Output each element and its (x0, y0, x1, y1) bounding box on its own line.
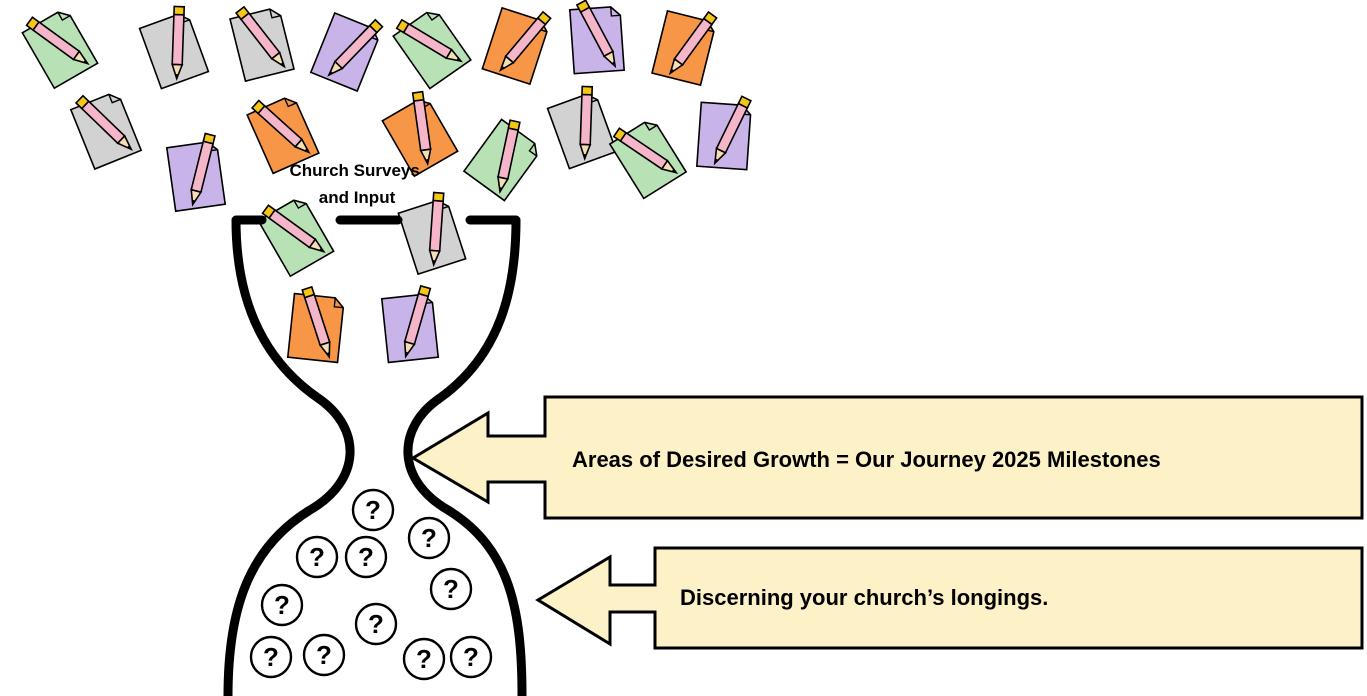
survey-paper-icon (568, 0, 626, 75)
question-mark-glyph: ? (316, 640, 332, 670)
hourglass (223, 215, 527, 696)
growth-arrow-label: Areas of Desired Growth = Our Journey 20… (572, 447, 1161, 472)
survey-paper-icon (462, 118, 538, 202)
question-mark-glyph: ? (274, 590, 290, 620)
longings-arrow (535, 546, 1364, 650)
survey-paper-icon (546, 85, 618, 170)
survey-paper-icon (481, 6, 552, 86)
question-mark-glyph: ? (421, 523, 437, 553)
longings-arrow-label: Discerning your church’s longings. (680, 585, 1048, 610)
survey-paper-icon (138, 5, 210, 90)
question-mark-icon: ? (407, 516, 451, 560)
survey-paper-icon (165, 132, 227, 213)
funnel-label-line1: Church Surveys (289, 161, 419, 180)
question-mark-glyph: ? (416, 644, 432, 674)
survey-paper-icon (695, 95, 752, 171)
survey-paper-icon (69, 93, 143, 171)
survey-paper-icon (229, 6, 295, 83)
question-mark-icon: ? (354, 602, 398, 646)
survey-paper-icon (286, 286, 345, 364)
question-mark-icon: ? (429, 567, 473, 611)
survey-papers (21, 0, 752, 364)
question-mark-icon: ? (344, 535, 388, 579)
question-mark-glyph: ? (309, 542, 325, 572)
hourglass-left-outline (223, 215, 355, 696)
question-mark-glyph: ? (358, 542, 374, 572)
question-mark-icon: ? (351, 488, 395, 532)
question-mark-icon: ? (260, 583, 304, 627)
question-mark-glyph: ? (443, 574, 459, 604)
funnel-label-line2: and Input (319, 188, 396, 207)
question-mark-glyph: ? (463, 642, 479, 672)
question-mark-icon: ? (402, 637, 446, 681)
question-mark-icon: ? (249, 635, 293, 679)
survey-paper-icon (381, 90, 459, 178)
survey-paper-icon (392, 11, 472, 90)
question-mark-icon: ? (295, 535, 339, 579)
question-mark-icon: ? (449, 635, 493, 679)
survey-paper-icon (397, 191, 467, 276)
question-mark-icon: ? (302, 633, 346, 677)
survey-paper-icon (246, 97, 320, 175)
funnel-label: Church Surveys and Input (289, 161, 424, 207)
survey-paper-icon (257, 199, 335, 278)
survey-paper-icon (651, 9, 718, 87)
question-mark-glyph: ? (263, 642, 279, 672)
survey-paper-icon (21, 11, 99, 90)
question-marks: ??????????? (249, 488, 493, 681)
question-mark-glyph: ? (368, 609, 384, 639)
survey-paper-icon (608, 121, 688, 200)
growth-arrow (410, 395, 1364, 520)
question-mark-glyph: ? (365, 495, 381, 525)
hourglass-right-outline (403, 215, 527, 696)
survey-paper-icon (380, 285, 440, 364)
survey-paper-icon (309, 11, 384, 93)
